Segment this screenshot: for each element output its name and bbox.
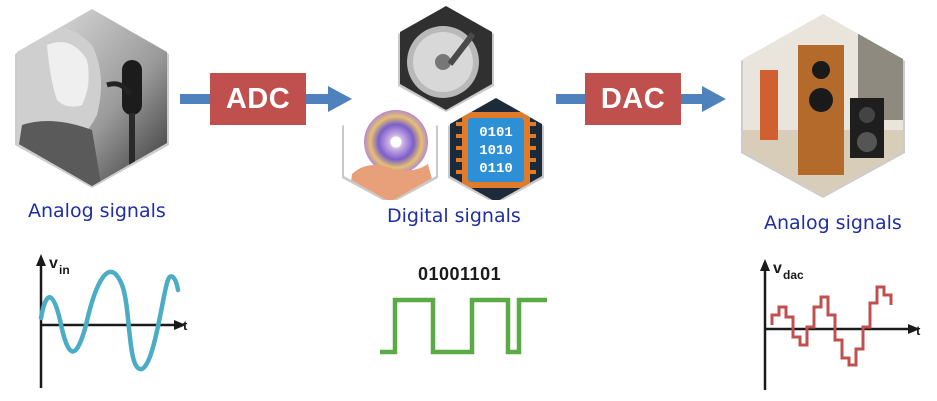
analog-output-image [738,10,908,200]
chip-bits-row-2: 1010 [479,143,513,159]
chip-bits-row-1: 0101 [479,125,513,141]
output-signal-plot: v dac t [760,259,921,390]
analog-input-label: Analog signals [28,200,166,222]
analog-input-image [12,5,172,190]
analog-output-label: Analog signals [764,212,902,234]
y-axis-label-sub: in [59,263,70,277]
y-axis-label-sub: dac [783,268,804,282]
y-axis-label: v [773,260,782,277]
input-signal-plot: v in t [36,254,188,388]
stepped-wave [770,285,893,367]
digital-label: Digital signals [387,205,521,227]
y-axis-label: v [49,255,58,272]
x-axis-label: t [183,318,188,333]
dac-box: DAC [585,73,681,125]
digital-square-wave [380,297,547,355]
chip-bits-row-3: 0110 [479,161,513,177]
digital-storage-images: 0101 1010 0110 [342,6,544,200]
digital-bits-label: 01001101 [418,264,502,284]
adc-box: ADC [210,73,306,125]
sine-wave [38,269,181,372]
x-axis-label: t [916,323,921,338]
